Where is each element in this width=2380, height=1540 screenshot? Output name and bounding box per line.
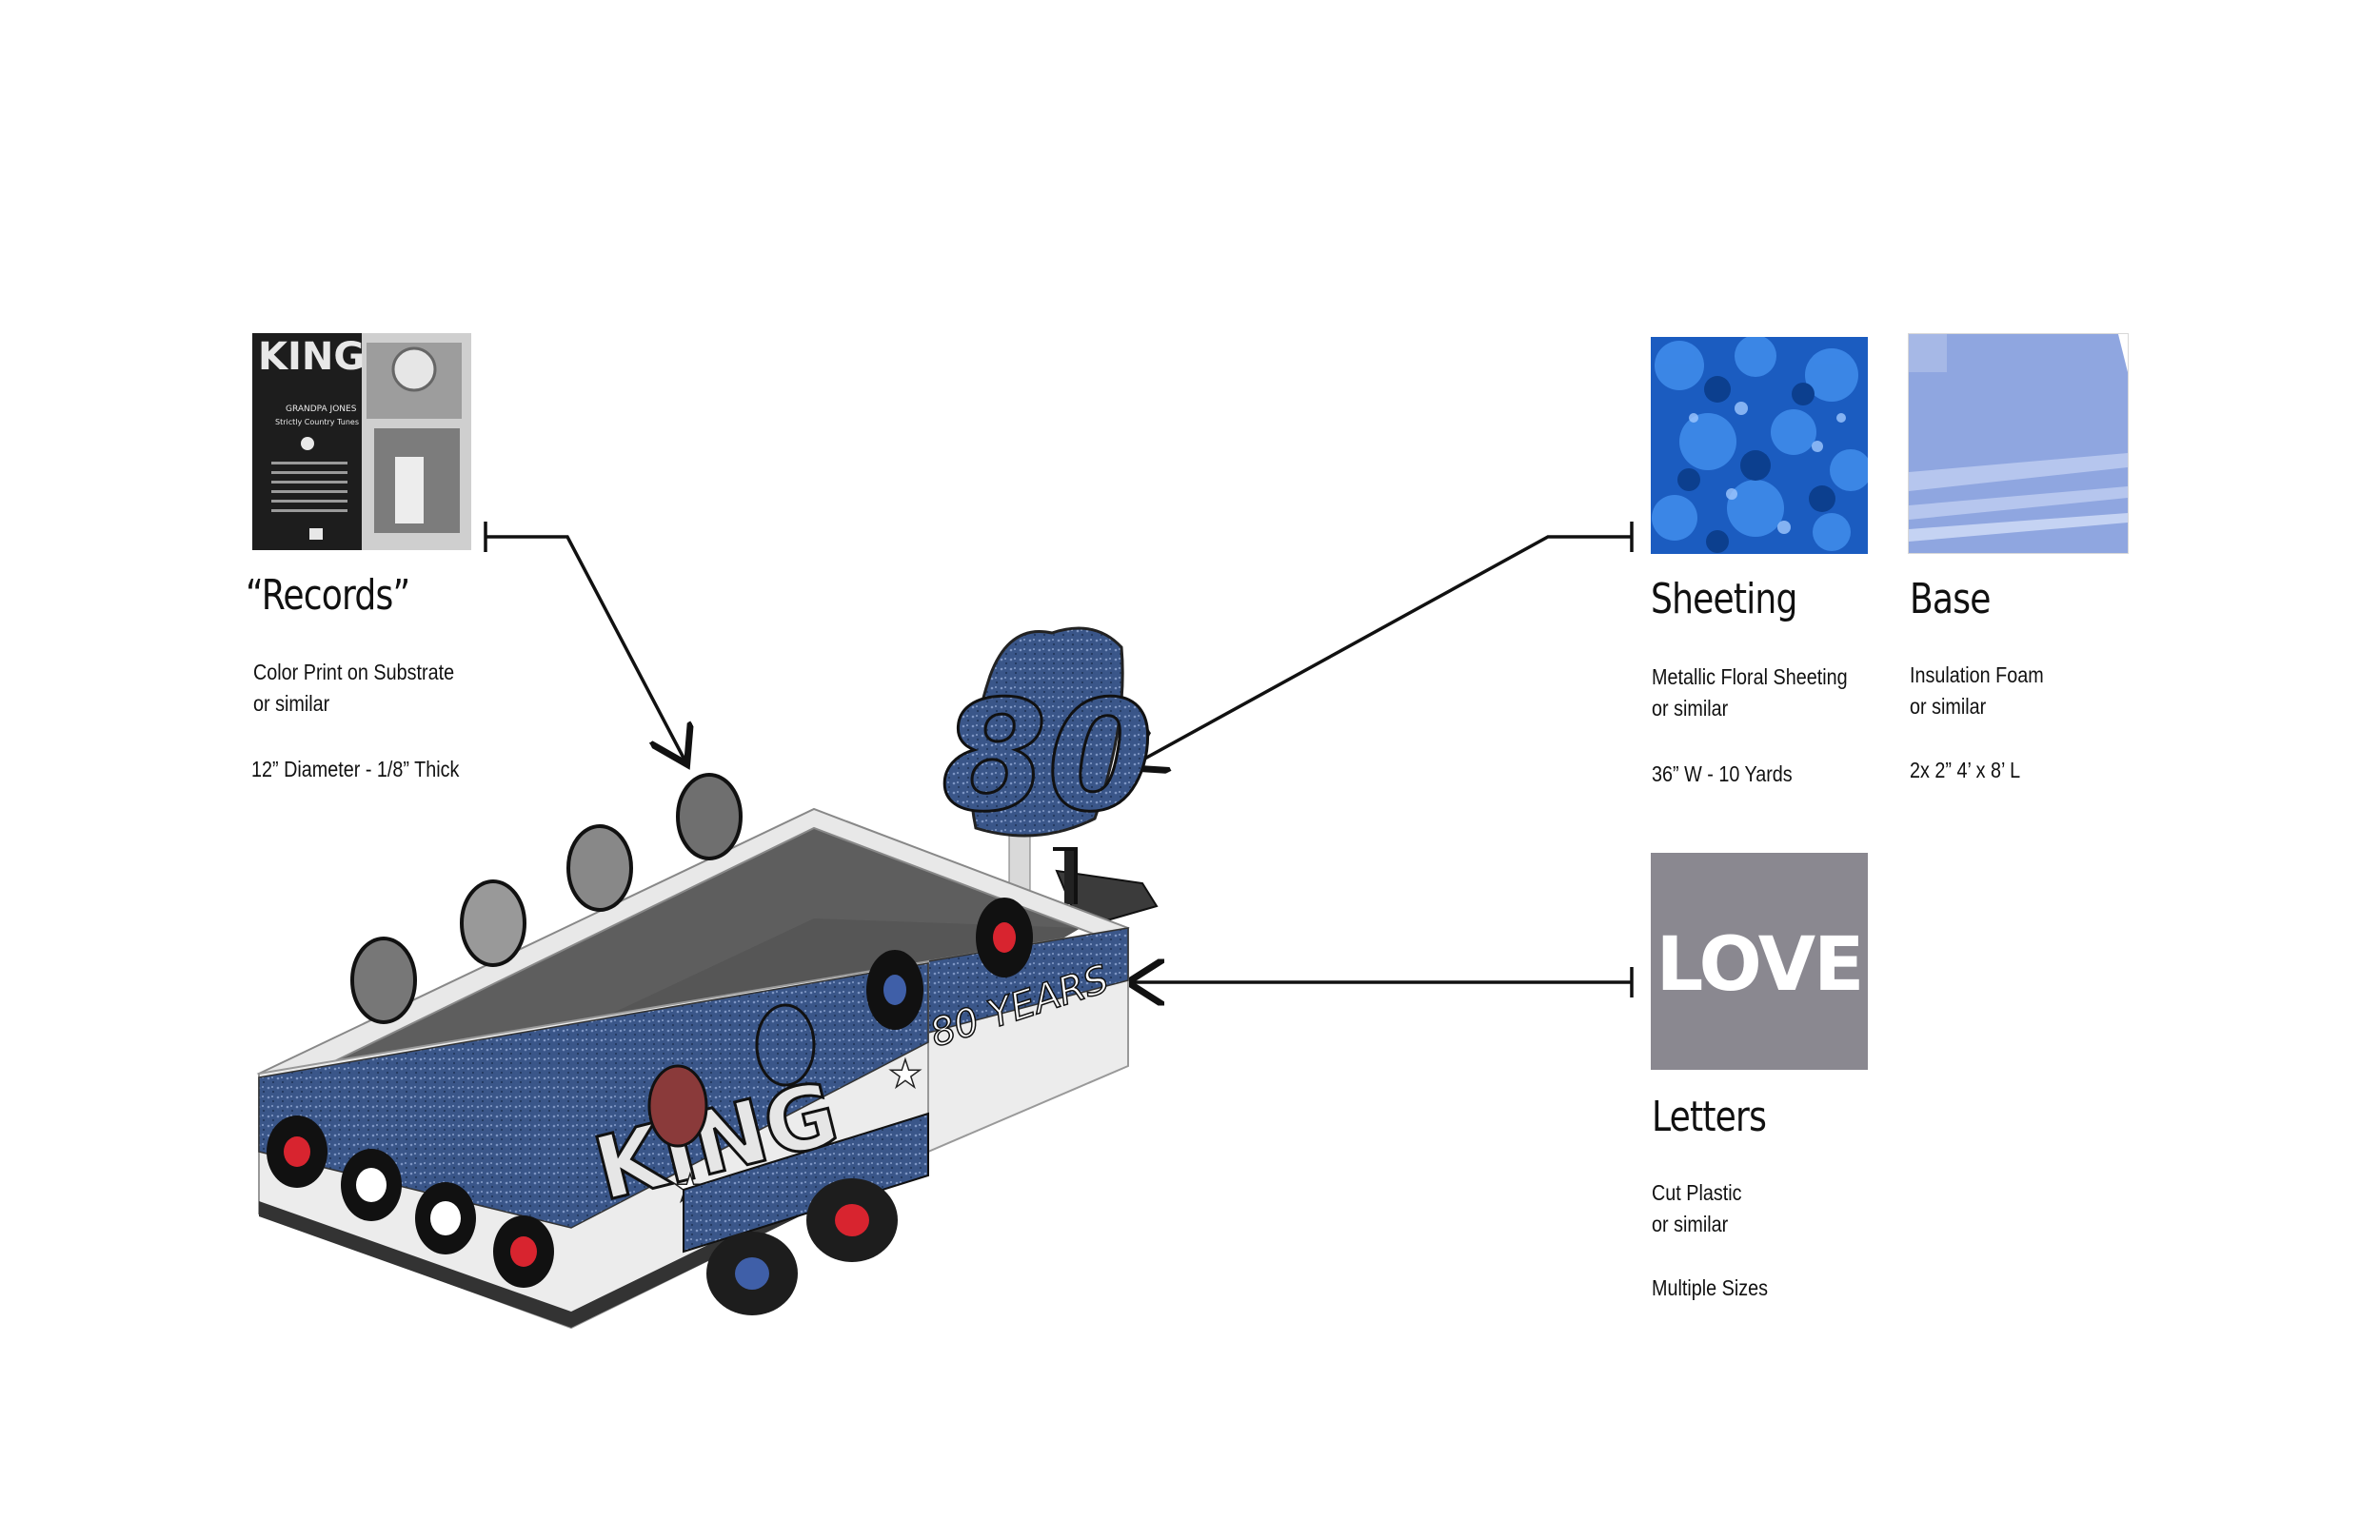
sheeting-swatch (1651, 337, 1868, 554)
interior-records (647, 898, 1033, 1148)
number-sign-80: 80 (940, 626, 1155, 905)
base-desc-line1: Insulation Foam (1910, 662, 2044, 687)
record-artist-text: GRANDPA JONES (286, 405, 357, 414)
sheeting-spec: 36” W - 10 Yards (1652, 761, 1793, 786)
records-title: “Records” (246, 571, 410, 620)
star-right-icon: ★ (888, 1053, 922, 1096)
sheeting-desc-line1: Metallic Floral Sheeting (1652, 664, 1848, 689)
record-album-text: Strictly Country Tunes (275, 418, 359, 426)
letters-desc-line2: or similar (1652, 1212, 1729, 1236)
base-desc-line2: or similar (1910, 694, 1987, 719)
letters-desc-line1: Cut Plastic (1652, 1180, 1742, 1205)
letters-swatch: LOVE (1651, 853, 1868, 1070)
base-spec: 2x 2” 4’ x 8’ L (1910, 758, 2021, 782)
number-sign-text: 80 (942, 667, 1154, 845)
letters-spec: Multiple Sizes (1652, 1275, 1769, 1300)
records-leader-arrow (484, 522, 685, 761)
letters-leader-arrow (1131, 967, 1634, 997)
rim-record-displays (350, 773, 743, 1024)
record-brand-text: KING (258, 335, 365, 379)
letters-title: Letters (1652, 1093, 1767, 1141)
base-title: Base (1910, 575, 1991, 623)
trailer-wheels (706, 1178, 898, 1315)
sheeting-leader-arrow (1131, 522, 1634, 766)
base-foam-swatch (1908, 333, 2129, 554)
letters-sample-word: LOVE (1656, 922, 1863, 1008)
records-desc-line2: or similar (253, 691, 330, 716)
sheeting-desc-line2: or similar (1652, 696, 1729, 721)
front-records (267, 1116, 554, 1288)
sheeting-title: Sheeting (1651, 575, 1797, 623)
record-album-photo: KING GRANDPA JONES Strictly Country Tune… (252, 333, 471, 550)
records-spec: 12” Diameter - 1/8” Thick (251, 757, 460, 781)
records-desc-line1: Color Print on Substrate (253, 660, 455, 684)
